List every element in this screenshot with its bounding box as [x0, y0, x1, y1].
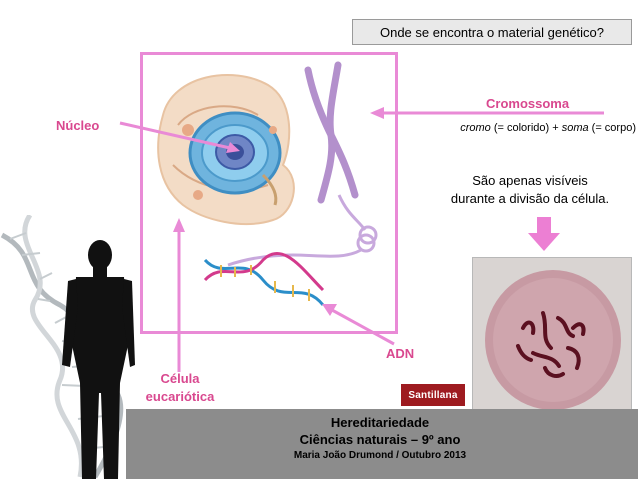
nucleus-arrow	[119, 121, 240, 153]
publisher-logo: Santillana	[401, 384, 465, 406]
down-arrow-icon	[528, 217, 560, 251]
footer-subtitle: Ciências naturais – 9º ano	[299, 432, 461, 447]
footer-text: Hereditariedade Ciências naturais – 9º a…	[210, 414, 550, 463]
visibility-note: São apenas visíveis durante a divisão da…	[425, 172, 635, 208]
visibility-note-line-2: durante a divisão da célula.	[450, 191, 610, 206]
cell-diagram-frame	[140, 52, 398, 334]
question-title: Onde se encontra o material genético?	[352, 19, 632, 45]
chromosome-etymology: cromo (= colorido) + soma (= corpo)	[408, 122, 636, 134]
eukaryotic-cell-illustration	[157, 74, 295, 226]
etymology-word-soma: soma	[561, 122, 589, 134]
footer-bar	[126, 409, 638, 479]
cell-chromosome-dna-illustration	[157, 61, 378, 306]
nucleus-label: Núcleo	[56, 118, 100, 133]
dna-double-helix	[203, 252, 325, 306]
eukaryotic-cell-label-line-2: eucariótica	[145, 389, 215, 404]
etymology-meaning-1: (= colorido) +	[490, 122, 562, 134]
dna-arrow	[322, 304, 395, 346]
dna-label: ADN	[386, 346, 415, 361]
human-silhouette	[62, 240, 135, 479]
cell-arrow	[173, 218, 185, 372]
footer-author: Maria João Drumond / Outubro 2013	[293, 450, 467, 461]
human-dna-illustration	[0, 215, 135, 479]
eukaryotic-cell-label: Célula eucariótica	[135, 370, 225, 406]
etymology-meaning-2: (= corpo)	[588, 122, 636, 134]
visibility-note-line-1: São apenas visíveis	[472, 173, 588, 188]
footer-title: Hereditariedade	[330, 415, 430, 430]
chromatin-coil	[227, 194, 378, 267]
chromosome-micrograph	[472, 257, 632, 419]
etymology-word-cromo: cromo	[460, 122, 491, 134]
chromosome-arrow	[370, 107, 604, 119]
micrograph-cell	[485, 270, 621, 410]
chromosome-label: Cromossoma	[486, 96, 570, 111]
eukaryotic-cell-label-line-1: Célula	[160, 371, 200, 386]
chromosome-illustration	[304, 61, 359, 204]
